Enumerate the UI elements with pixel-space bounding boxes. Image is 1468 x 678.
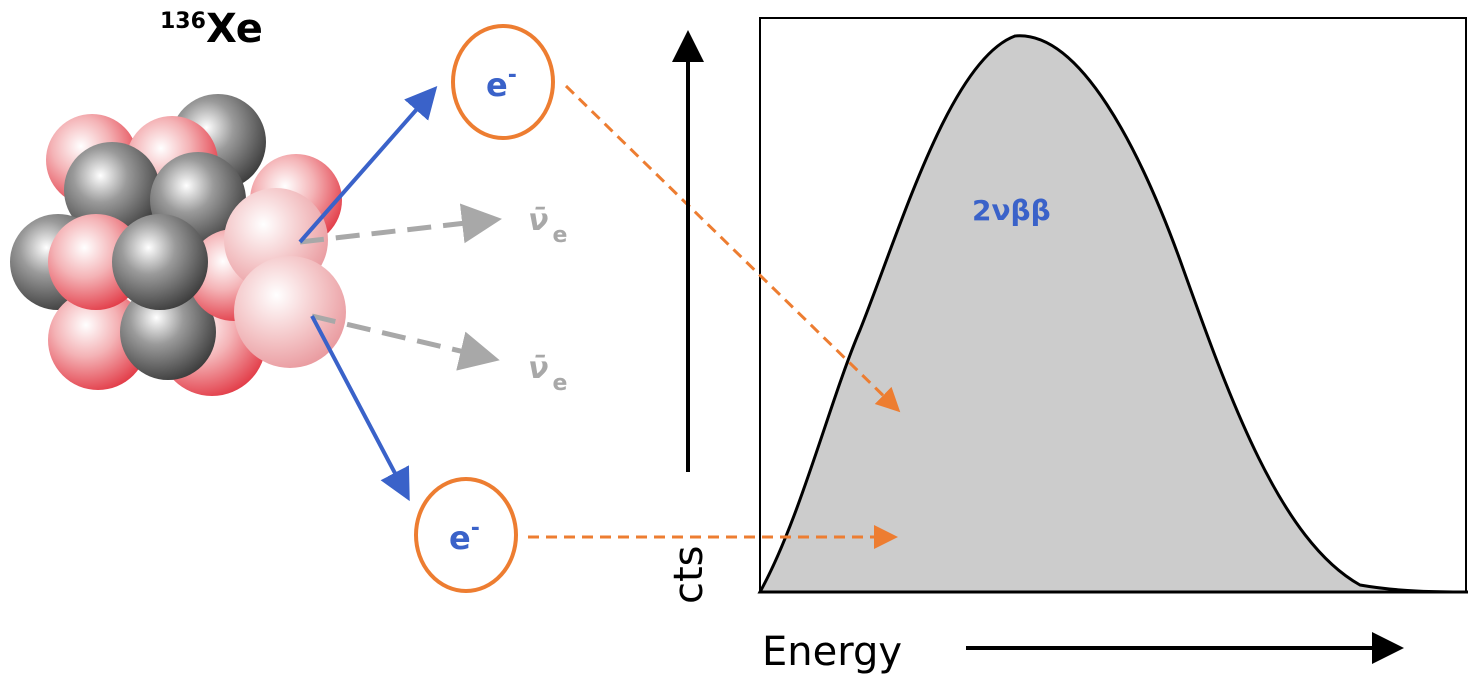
electron-circle: [414, 477, 518, 593]
electron-circle: [451, 24, 555, 140]
x-axis-label: Energy: [762, 629, 902, 675]
y-axis-label: cts: [666, 545, 712, 604]
neutron-sphere: [112, 214, 208, 310]
neutron-sphere: [64, 142, 160, 238]
antineutrino-label-1: ν̄e: [528, 203, 567, 248]
antineutrino-symbol: ν̄: [528, 203, 548, 238]
proton-sphere: [48, 290, 148, 390]
electron-symbol: e: [449, 519, 471, 557]
xe-136-nucleus: [10, 94, 346, 396]
neutron-sphere: [120, 284, 216, 380]
antineutrino-arrow-1: [299, 203, 502, 245]
spectrum-curve: [757, 34, 1468, 594]
electron-label: e-: [449, 516, 480, 557]
electron-label: e-: [486, 63, 517, 104]
element-symbol: Xe: [206, 6, 263, 52]
electron-charge: -: [471, 516, 480, 541]
nucleus-label: 136Xe: [160, 6, 263, 52]
antineutrino-arrow-2: [311, 313, 500, 371]
spectrum-peak-label: 2νββ: [972, 194, 1051, 227]
proton-sphere: [234, 256, 346, 368]
electron-symbol: e: [486, 66, 508, 104]
energy-spectrum: 2νββ: [757, 17, 1468, 594]
electron-arrow-up: [298, 85, 438, 244]
antineutrino-subscript: e: [552, 371, 567, 396]
electron-to-spectrum-arrow-1: [564, 84, 901, 413]
antineutrino-label-2: ν̄e: [528, 351, 567, 396]
antineutrino-symbol: ν̄: [528, 351, 548, 386]
spectrum-frame: [759, 17, 1467, 593]
electron-bottom: e-: [414, 477, 518, 593]
mass-number: 136: [160, 9, 206, 34]
electron-arrow-down: [310, 315, 410, 502]
antineutrino-subscript: e: [552, 223, 567, 248]
electron-charge: -: [508, 63, 517, 88]
electron-top: e-: [451, 24, 555, 140]
